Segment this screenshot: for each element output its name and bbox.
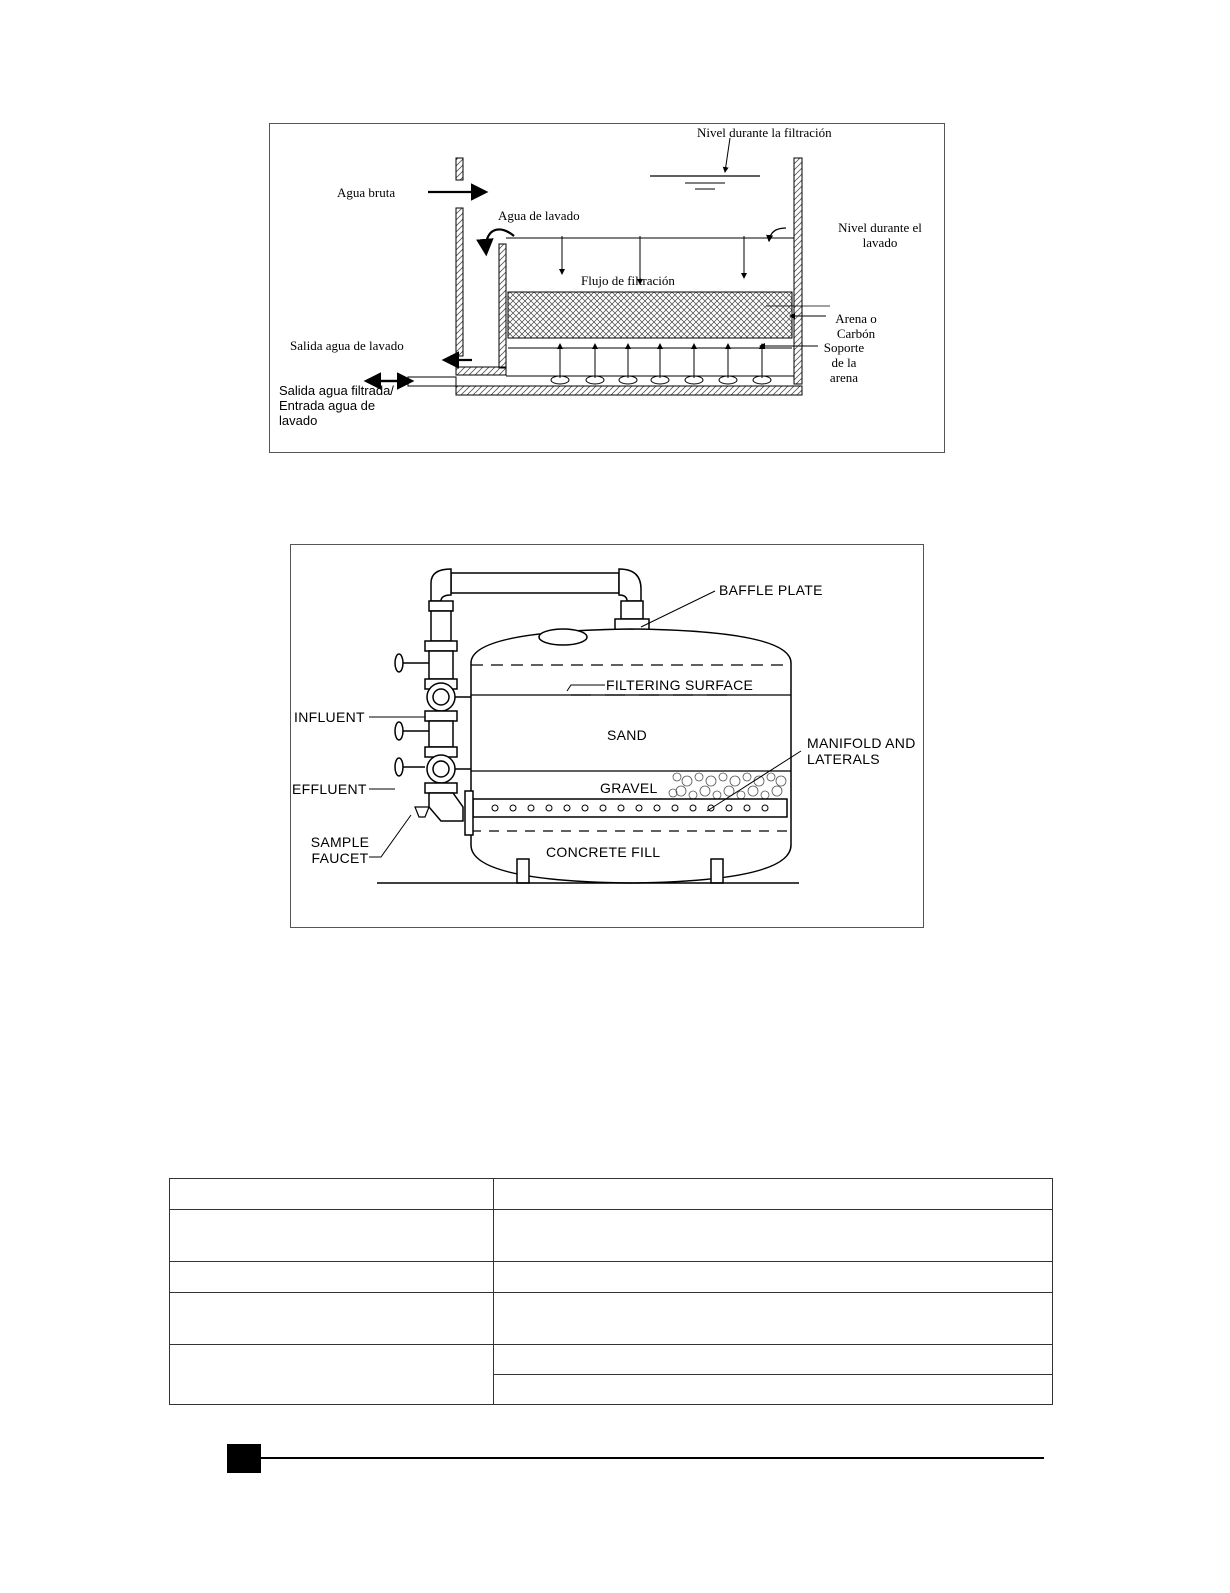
label-manifold: MANIFOLD AND LATERALS [807, 735, 916, 767]
table-row [170, 1374, 1054, 1405]
filter-diagram-2: BAFFLE PLATE FILTERING SURFACE INFLUENT … [290, 544, 924, 928]
filter-diagram-1: Nivel durante la filtración Agua bruta A… [269, 123, 945, 453]
label-agua-lavado: Agua de lavado [498, 208, 580, 223]
label-arena-line1: Arena o [835, 311, 877, 326]
table-row [169, 1344, 1054, 1405]
label-soporte-line1: Soporte [823, 340, 865, 355]
label-effluent: EFFLUENT [292, 781, 367, 797]
label-sample-line1: SAMPLE [310, 834, 370, 850]
label-influent: INFLUENT [294, 709, 365, 725]
table-cell [169, 1209, 494, 1262]
label-sand: SAND [607, 727, 648, 743]
label-filtering-surface: FILTERING SURFACE [606, 677, 754, 693]
table-cell [492, 1261, 1054, 1293]
label-flujo: Flujo de filtración [581, 273, 675, 288]
table-cell [169, 1178, 494, 1210]
pipe-elbow-left [430, 568, 452, 602]
table-cell [492, 1209, 1054, 1262]
label-salida-filtrada-line3: lavado [279, 412, 318, 428]
inlet-wall-top [455, 157, 464, 181]
label-sample-faucet: SAMPLE FAUCET [305, 834, 375, 866]
outlet-ledge [455, 366, 507, 376]
label-agua-bruta: Agua bruta [337, 185, 396, 200]
inlet-wall-bottom [455, 207, 464, 357]
pipe-elbow-right [618, 568, 642, 602]
table-cell [492, 1292, 1054, 1345]
table-cell [169, 1261, 494, 1293]
label-salida-filtrada-line1: Salida agua filtrada/ [279, 383, 394, 398]
label-concrete-fill: CONCRETE FILL [546, 844, 661, 860]
label-manifold-line2: LATERALS [807, 751, 880, 768]
label-soporte-line3: arena [829, 369, 859, 385]
manifold-pipe [472, 798, 788, 818]
sand-bed [507, 291, 793, 339]
label-manifold-line1: MANIFOLD AND [807, 735, 916, 751]
table-cell [169, 1292, 494, 1345]
bottom-elbow [428, 792, 464, 822]
filter-diagram-1-drawing [363, 137, 830, 396]
right-wall [793, 157, 803, 385]
table-cell [492, 1374, 1054, 1405]
label-nivel-filtracion: Nivel durante la filtración [697, 125, 832, 140]
label-baffle-plate: BAFFLE PLATE [719, 582, 823, 598]
nozzle-arrows [550, 343, 772, 385]
table-row [169, 1261, 1054, 1293]
label-nivel-lavado-line1: Nivel durante el [838, 220, 922, 235]
info-table [169, 1178, 1054, 1405]
table-row [169, 1178, 1054, 1210]
label-salida-filtrada: Salida agua filtrada/ Entrada agua de la… [279, 383, 394, 429]
label-salida-filtrada-line2: Entrada agua de [279, 397, 376, 413]
filter-diagram-2-drawing [369, 568, 802, 884]
page-number-box [227, 1444, 261, 1473]
tank-bottom [455, 385, 803, 396]
overhead-pipe [450, 572, 620, 594]
inner-wall [498, 243, 507, 369]
label-arena-line2: Carbón [836, 325, 876, 341]
label-soporte: Soporte de la arena [814, 340, 874, 386]
table-cell [492, 1178, 1054, 1210]
label-sample-line2: FAUCET [311, 850, 369, 867]
table-row [169, 1292, 1054, 1345]
table-cell [169, 1344, 494, 1405]
label-nivel-lavado: Nivel durante el lavado [822, 220, 938, 251]
table-cell [492, 1344, 1054, 1375]
label-soporte-line2: de la [831, 354, 857, 370]
label-salida-lavado: Salida agua de lavado [290, 338, 404, 353]
footer-rule [261, 1457, 1044, 1459]
table-row [169, 1209, 1054, 1262]
manhole [538, 628, 588, 646]
label-nivel-lavado-line2: lavado [862, 234, 898, 250]
label-arena: Arena o Carbón [826, 311, 886, 342]
label-gravel: GRAVEL [600, 780, 658, 796]
